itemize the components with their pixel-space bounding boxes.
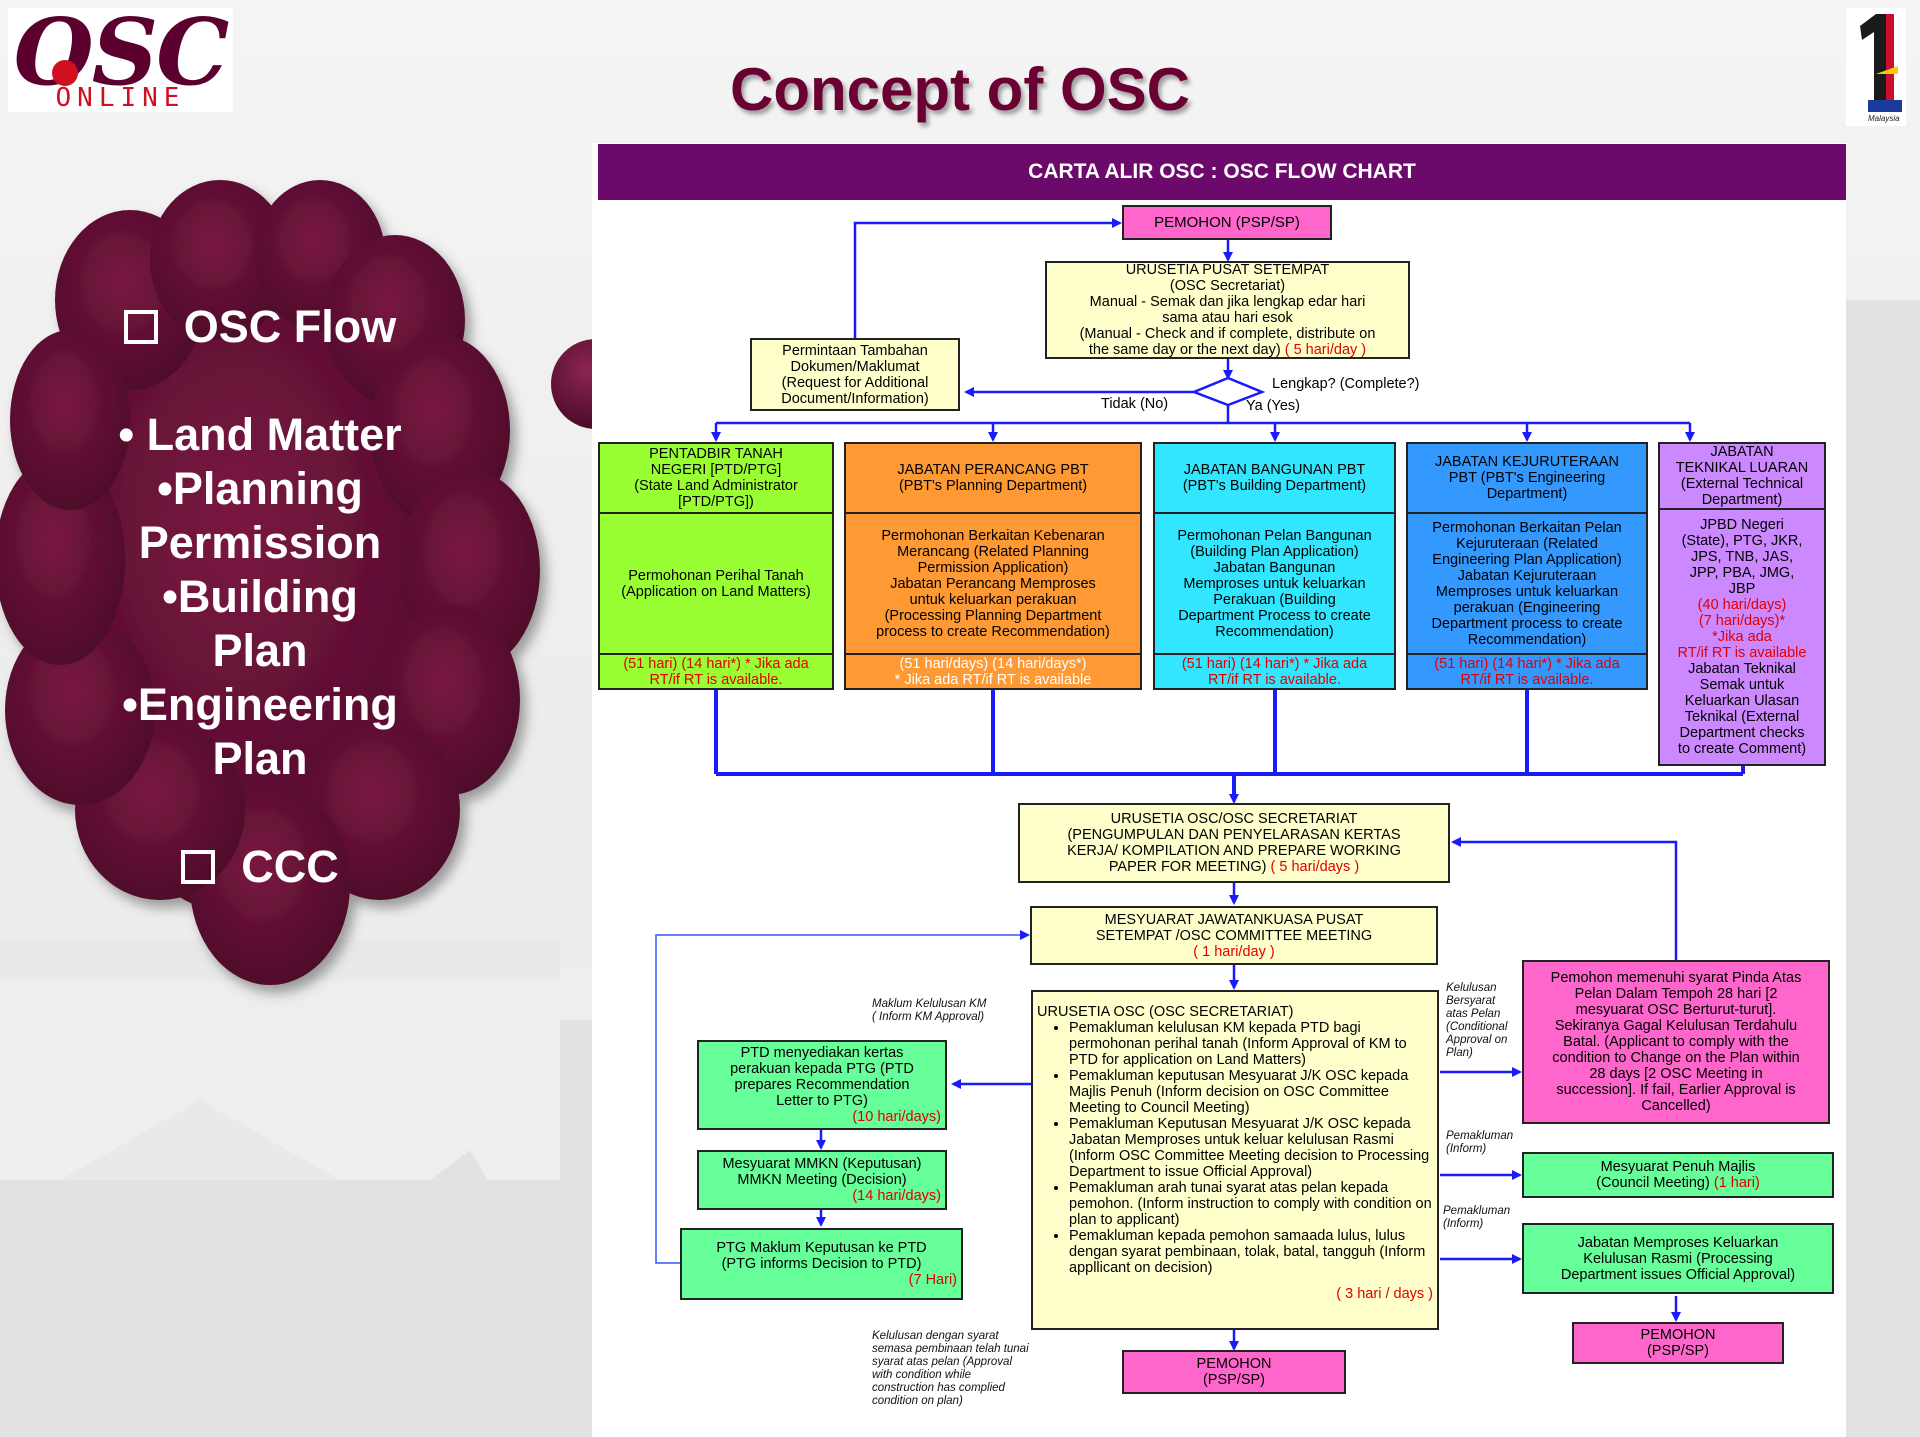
note-pemakluman-2: Pemakluman (Inform) xyxy=(1443,1205,1511,1230)
logo-red-dot xyxy=(52,60,78,86)
cloud-item-osc-flow: OSC Flow xyxy=(70,300,450,354)
checkbox-icon xyxy=(123,310,158,344)
cloud-sub-engineering-plan: Plan xyxy=(212,733,308,784)
note-kelulusan-bersyarat: Kelulusan Bersyarat atas Pelan (Conditio… xyxy=(1446,982,1508,1059)
note-kelulusan-syarat: Kelulusan dengan syarat semasa pembinaan… xyxy=(872,1330,1029,1407)
box-ptd-time: (51 hari) (14 hari*) * Jika ada RT/if RT… xyxy=(598,653,834,690)
box-teknikal-header: JABATAN TEKNIKAL LUARAN (External Techni… xyxy=(1658,442,1826,510)
box-permintaan-tambahan: Permintaan Tambahan Dokumen/Maklumat (Re… xyxy=(750,338,960,411)
box-perancang-body: Permohonan Berkaitan Kebenaran Merancang… xyxy=(844,512,1142,655)
box-mmkn: Mesyuarat MMKN (Keputusan) MMKN Meeting … xyxy=(697,1150,947,1210)
cloud-sub-permission: Permission xyxy=(138,517,382,568)
cloud-sub-planning: •Planning xyxy=(157,463,363,514)
box-bangunan-header: JABATAN BANGUNAN PBT (PBT's Building Dep… xyxy=(1153,442,1396,514)
box-pinda-pelan: Pemohon memenuhi syarat Pinda Atas Pelan… xyxy=(1522,960,1830,1124)
urusetia-osc-list: Pemakluman kelulusan KM kepada PTD bagi … xyxy=(1037,1020,1433,1276)
note-inform-km: Maklum Kelulusan KM ( Inform KM Approval… xyxy=(872,998,987,1023)
logo-online-text: ONLINE xyxy=(55,83,186,113)
box-urusetia-osc: URUSETIA OSC (OSC SECRETARIAT) Pemakluma… xyxy=(1031,990,1439,1330)
box-ptd-kertas: PTD menyediakan kertas perakuan kepada P… xyxy=(697,1040,947,1130)
box-mesyuarat-jawatankuasa: MESYUARAT JAWATANKUASA PUSAT SETEMPAT /O… xyxy=(1030,906,1438,965)
cloud-sub-building-plan: Plan xyxy=(212,625,308,676)
cloud-sub-engineering: •Engineering xyxy=(122,679,398,730)
logo-osc-text: OSC xyxy=(13,0,230,106)
svg-text:Malaysia: Malaysia xyxy=(1868,114,1900,123)
no-label: Tidak (No) xyxy=(1101,396,1169,412)
box-kejuruteraan-header: JABATAN KEJURUTERAAN PBT (PBT's Engineer… xyxy=(1406,442,1648,514)
decision-label: Lengkap? (Complete?) xyxy=(1272,376,1420,392)
cloud-sub-land-matter: • Land Matter xyxy=(118,409,402,460)
box-kejuruteraan-body: Permohonan Berkaitan Pelan Kejuruteraan … xyxy=(1406,512,1648,655)
box-perancang-time: (51 hari/days) (14 hari/days*) * Jika ad… xyxy=(844,653,1142,690)
box-bangunan-body: Permohonan Pelan Bangunan (Building Plan… xyxy=(1153,512,1396,655)
box-ptd-header: PENTADBIR TANAH NEGERI [PTD/PTG] (State … xyxy=(598,442,834,514)
box-ptg-maklum: PTG Maklum Keputusan ke PTD (PTG informs… xyxy=(680,1228,963,1300)
box-pemohon-bottom: PEMOHON (PSP/SP) xyxy=(1122,1350,1346,1394)
box-bangunan-time: (51 hari) (14 hari*) * Jika ada RT/if RT… xyxy=(1153,653,1396,690)
box-pemohon-right: PEMOHON (PSP/SP) xyxy=(1572,1322,1784,1364)
cloud-item-ccc: CCC xyxy=(70,840,450,894)
cloud-content: OSC Flow • Land Matter •Planning Permiss… xyxy=(70,300,450,894)
box-urusetia-pusat: URUSETIA PUSAT SETEMPAT (OSC Secretariat… xyxy=(1045,261,1410,359)
checkbox-icon xyxy=(181,850,216,884)
osc-online-logo: OSC ONLINE xyxy=(8,2,233,113)
box-perancang-header: JABATAN PERANCANG PBT (PBT's Planning De… xyxy=(844,442,1142,514)
page-title: Concept of OSC xyxy=(730,56,1190,123)
note-pemakluman-1: Pemakluman (Inform) xyxy=(1446,1130,1514,1155)
cloud-sub-building: •Building xyxy=(162,571,358,622)
box-kejuruteraan-time: (51 hari) (14 hari*) * Jika ada RT/if RT… xyxy=(1406,653,1648,690)
box-urusetia-kompilasi: URUSETIA OSC/OSC SECRETARIAT (PENGUMPULA… xyxy=(1018,803,1450,883)
box-ptd-body: Permohonan Perihal Tanah (Application on… xyxy=(598,512,834,655)
thought-cloud xyxy=(0,180,540,985)
box-pemohon-top: PEMOHON (PSP/SP) xyxy=(1122,205,1332,240)
box-majlis-penuh: Mesyuarat Penuh Majlis (Council Meeting)… xyxy=(1522,1152,1834,1198)
box-jabatan-rasmi: Jabatan Memproses Keluarkan Kelulusan Ra… xyxy=(1522,1223,1834,1294)
flow-chart-header: CARTA ALIR OSC : OSC FLOW CHART xyxy=(598,144,1846,200)
box-teknikal-body: JPBD Negeri (State), PTG, JKR, JPS, TNB,… xyxy=(1658,508,1826,766)
1malaysia-logo: Malaysia xyxy=(1846,8,1906,126)
yes-label: Ya (Yes) xyxy=(1246,398,1300,414)
